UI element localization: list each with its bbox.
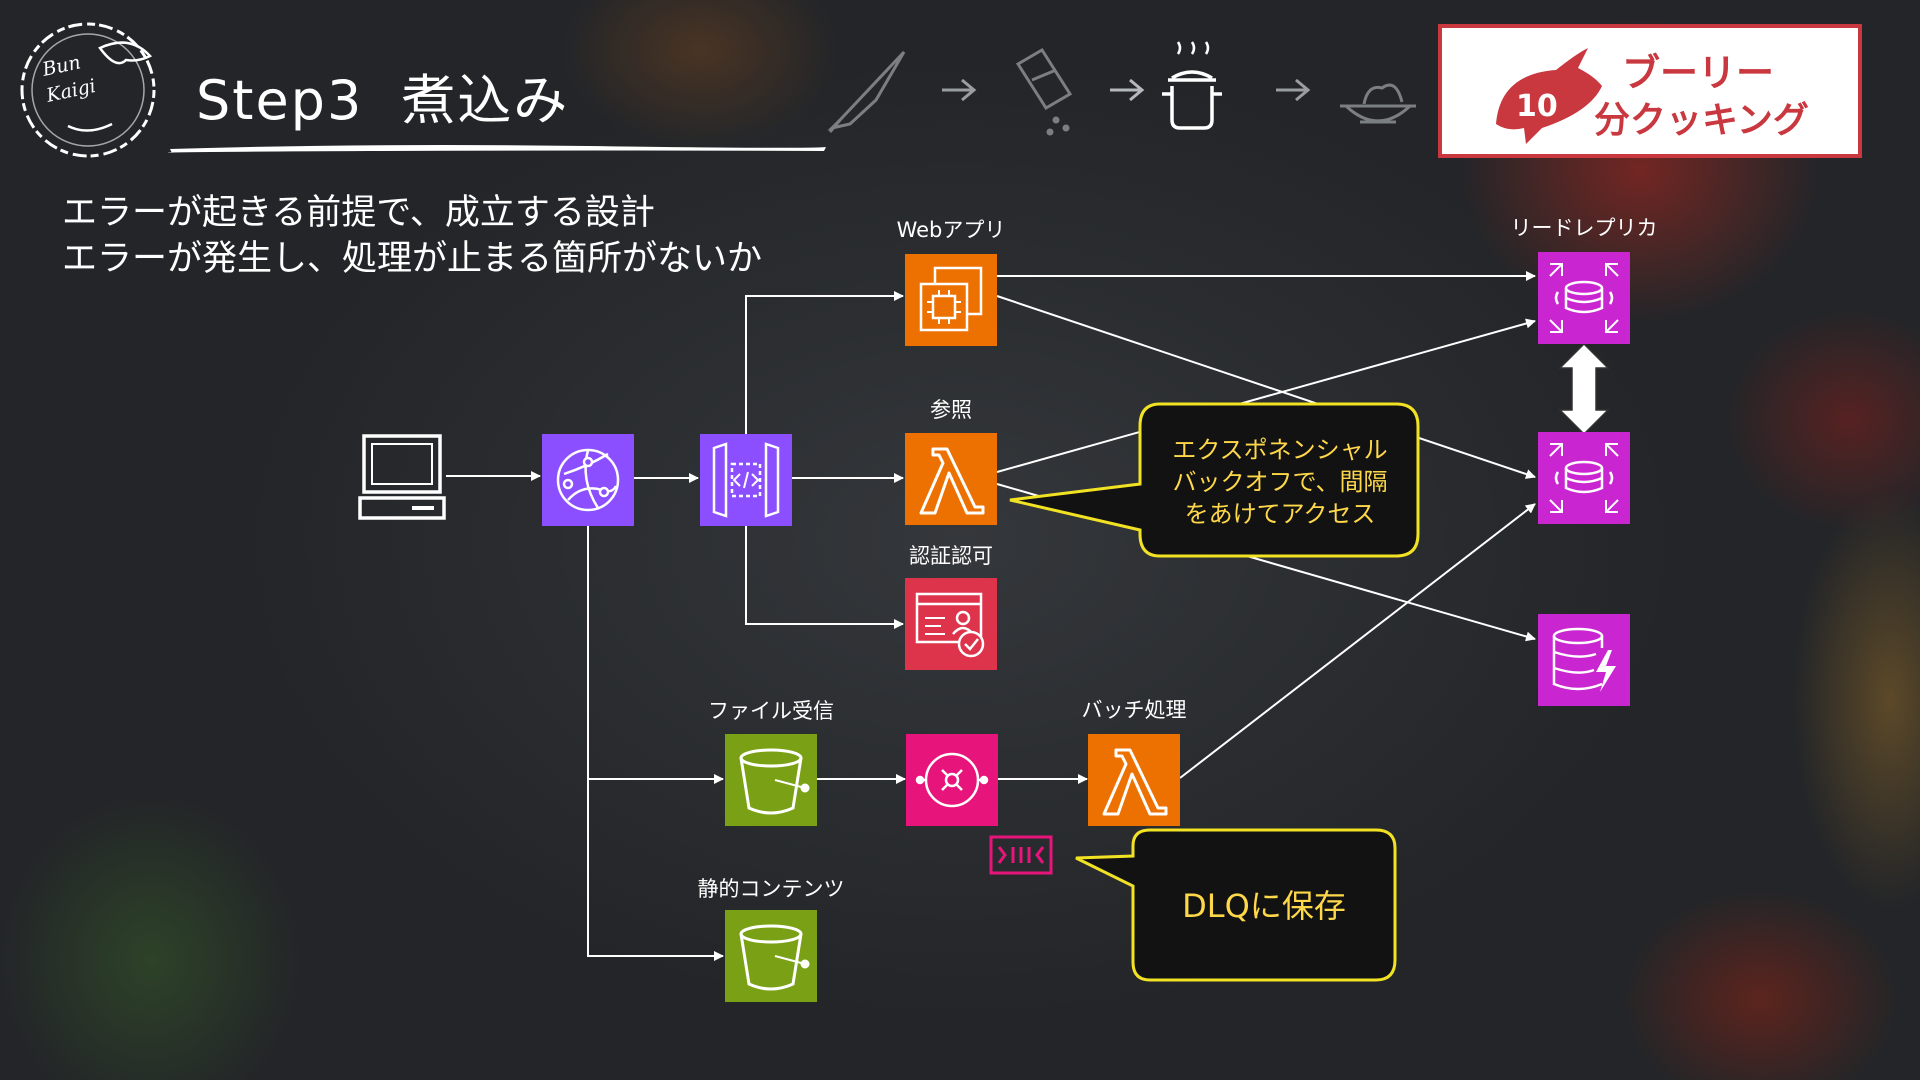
callout-backoff-line-1: エクスポネンシャル	[1142, 434, 1418, 466]
callout-backoff-line-2: バックオフで、間隔	[1142, 466, 1418, 498]
callout-dlq: DLQに保存	[1133, 886, 1395, 926]
callout-backoff: エクスポネンシャル バックオフで、間隔 をあけてアクセス	[1142, 434, 1418, 530]
callout-backoff-line-3: をあけてアクセス	[1142, 498, 1418, 530]
